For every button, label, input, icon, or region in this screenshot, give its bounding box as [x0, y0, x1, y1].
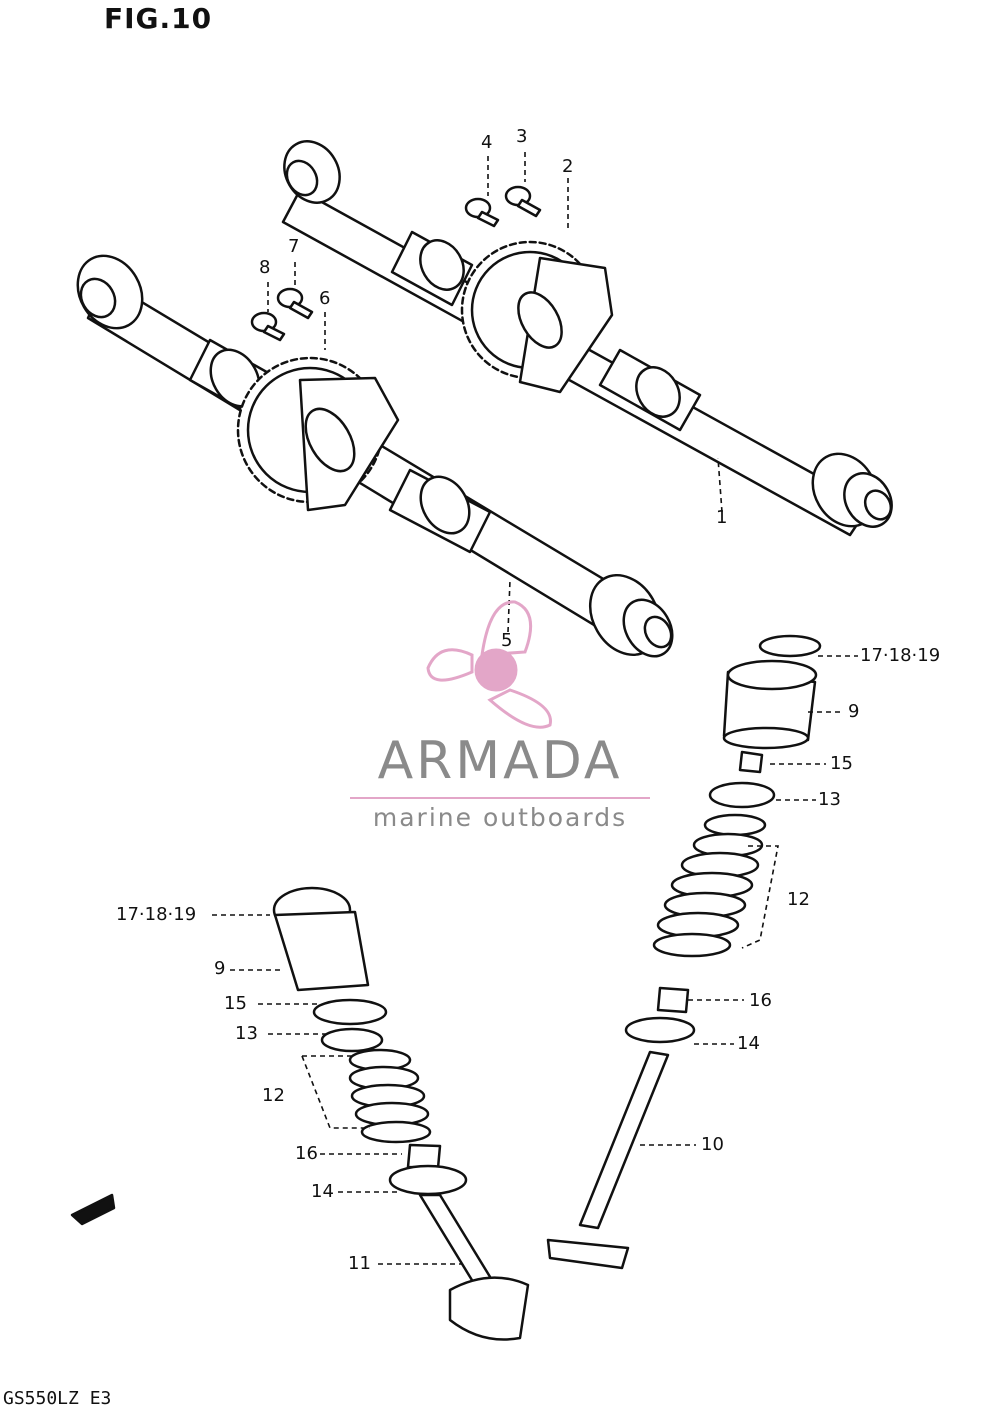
tappet-left	[273, 910, 370, 992]
cotter-right	[738, 750, 764, 774]
seal-right	[656, 986, 690, 1014]
watermark-brand: ARMADA	[377, 731, 623, 791]
callout-part-16-right: 16	[749, 990, 772, 1011]
callout-part-13-left: 13	[235, 1023, 258, 1044]
callout-part-10: 10	[701, 1134, 724, 1155]
watermark-tagline: marine outboards	[372, 803, 628, 832]
valve-head-left	[448, 1276, 530, 1341]
callout-part-9-left: 9	[214, 958, 226, 979]
armada-logo-icon	[426, 600, 552, 729]
shim-right	[758, 634, 822, 658]
callout-part-12-right: 12	[787, 889, 810, 910]
cotter-left	[312, 998, 388, 1026]
bolt-7	[276, 287, 314, 320]
spring-seat-right	[624, 1016, 696, 1044]
valve-head-right	[546, 1238, 630, 1270]
callout-part-15-left: 15	[224, 993, 247, 1014]
callout-part-9-right: 9	[848, 701, 860, 722]
callout-part-14-left: 14	[311, 1181, 334, 1202]
callout-part-6: 6	[319, 288, 331, 309]
valve-stem-left	[418, 1193, 497, 1292]
figure-title: FIG.10	[104, 2, 213, 35]
spring-seat-left	[388, 1164, 468, 1196]
watermark-divider	[350, 797, 650, 799]
sprocket-upper	[460, 240, 614, 394]
callout-part-15-right: 15	[830, 753, 853, 774]
bolt-4	[464, 197, 500, 228]
callout-part-14-right: 14	[737, 1033, 760, 1054]
bolt-8	[250, 311, 286, 342]
callout-part-3: 3	[516, 126, 528, 147]
valve-stem-right	[578, 1050, 670, 1230]
callout-part-5: 5	[501, 630, 513, 651]
callout-part-17-18-19-right: 17·18·19	[860, 645, 941, 666]
front-direction-arrow-icon	[70, 1193, 116, 1226]
callout-leader-lines	[212, 152, 858, 1265]
callout-part-1: 1	[716, 507, 728, 528]
callout-part-7: 7	[288, 236, 300, 257]
callout-part-13-right: 13	[818, 789, 841, 810]
model-code: GS550LZ E3	[3, 1388, 112, 1409]
bolt-3	[504, 185, 542, 218]
callout-part-17-18-19-left: 17·18·19	[116, 904, 197, 925]
seal-left	[406, 1143, 442, 1170]
valve-assembly-right	[546, 634, 822, 1270]
callout-part-4: 4	[481, 132, 493, 153]
spring-right	[652, 813, 767, 958]
callout-part-2: 2	[562, 156, 574, 177]
callout-part-12-left: 12	[262, 1085, 285, 1106]
callout-part-16-left: 16	[295, 1143, 318, 1164]
callout-part-8: 8	[259, 257, 271, 278]
spring-left	[348, 1048, 432, 1144]
retainer-left	[320, 1027, 384, 1053]
valve-assembly-left	[272, 886, 530, 1341]
sprocket-lower	[236, 356, 400, 512]
callout-part-11: 11	[348, 1253, 371, 1274]
retainer-right	[708, 781, 776, 809]
